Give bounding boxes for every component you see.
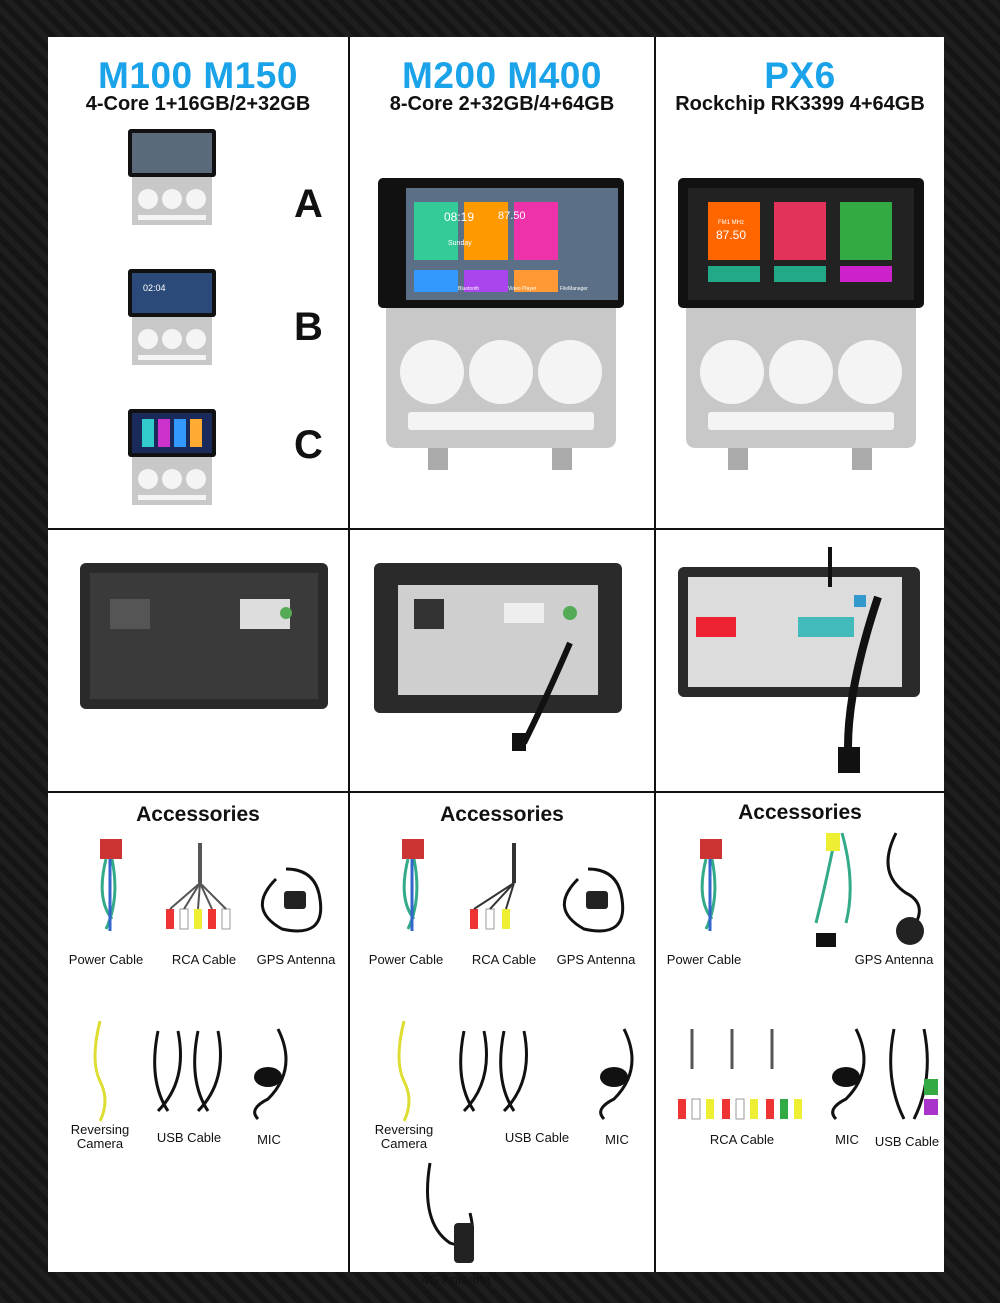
screen-radio-label: FM1 MHz [718, 220, 744, 226]
gps-antenna-image [260, 867, 323, 933]
usb-cable-image [889, 1028, 938, 1120]
screen-tile-files: FileManager [560, 286, 588, 292]
back-panel-px6-image [678, 547, 920, 773]
rca-cable-image [470, 843, 516, 930]
accessory-label: Power Cable [666, 952, 742, 967]
mic-image [599, 1028, 634, 1121]
accessory-label: RCA Cable [709, 1132, 775, 1147]
accessories-m100: Accessories Power Cable RCA Cable GPS An… [48, 793, 348, 1272]
screen-clock: 08:19 [444, 210, 475, 224]
model-cell-px6: PX6 Rockchip RK3399 4+64GB FM1 MHz 87.50 [656, 37, 944, 528]
accessory-label: GPS Antenna [854, 952, 934, 967]
usb-cable-image [459, 1030, 528, 1113]
divider [48, 791, 944, 793]
variant-label: B [294, 305, 323, 349]
harness-image [814, 832, 852, 947]
model-title: M200 M400 [402, 55, 602, 96]
gps-antenna-image [886, 832, 924, 945]
usb-cable-image [153, 1030, 222, 1113]
accessory-label: Reversing Camera [70, 1122, 130, 1151]
head-unit-a-image [128, 129, 216, 225]
mic-image [831, 1028, 866, 1121]
product-grid: M100 M150 4-Core 1+16GB/2+32GB A 02:04 B [48, 37, 944, 1287]
4g-antenna-image [426, 1162, 474, 1263]
divider [48, 528, 944, 530]
accessory-label: USB Cable [504, 1130, 570, 1145]
accessory-label: MIC [835, 1132, 859, 1147]
variant-label: C [294, 423, 323, 467]
accessories-px6: Accessories Power Cable GPS Antenna RCA … [656, 793, 944, 1272]
screen-tile-video: Video Player [508, 286, 537, 292]
screen-radio: 87.50 [498, 210, 526, 222]
back-panel-m100-image [80, 563, 328, 709]
accessory-label: MIC [605, 1132, 629, 1147]
divider [654, 37, 656, 1272]
head-unit-c-image [128, 409, 216, 505]
head-unit-px6-image [678, 178, 924, 470]
accessory-label: Power Cable [68, 952, 144, 967]
variant-label: A [294, 182, 323, 226]
accessory-label: GPS Antenna [256, 952, 336, 967]
model-spec: Rockchip RK3399 4+64GB [675, 93, 925, 115]
model-title: M100 M150 [98, 55, 298, 96]
accessories-m200: Accessories Power Cable RCA Cable GPS An… [350, 793, 654, 1287]
accessory-label: GPS Antenna [556, 952, 636, 967]
power-cable-image [100, 839, 122, 931]
accessory-label: Power Cable [368, 952, 444, 967]
model-title: PX6 [764, 55, 836, 96]
accessories-title: Accessories [136, 803, 260, 826]
model-spec: 4-Core 1+16GB/2+32GB [85, 93, 311, 115]
reversing-camera-image [397, 1020, 411, 1122]
gps-antenna-image [562, 867, 625, 933]
screen-radio: 87.50 [716, 228, 747, 242]
accessory-label: RCA Cable [471, 952, 537, 967]
model-cell-m100: M100 M150 4-Core 1+16GB/2+32GB A 02:04 B [48, 37, 348, 528]
screen-tile-bluetooth: Bluetooth [458, 286, 480, 292]
power-cable-image [402, 839, 424, 931]
reversing-camera-image [93, 1020, 107, 1122]
power-cable-image [700, 839, 722, 931]
rca-cable-image [166, 843, 231, 930]
accessory-label: 4G Antenna [421, 1272, 491, 1287]
model-spec: 8-Core 2+32GB/4+64GB [389, 93, 615, 115]
small-screen-clock: 02:04 [143, 283, 166, 293]
screen-day: Sunday [448, 240, 472, 247]
back-panel-m200-image [374, 563, 622, 751]
accessory-label: MIC [257, 1132, 281, 1147]
rca-cable-image [678, 1029, 802, 1120]
divider [348, 37, 350, 1272]
accessory-label: RCA Cable [171, 952, 237, 967]
accessory-label: USB Cable [874, 1134, 940, 1149]
accessory-label: USB Cable [156, 1130, 222, 1145]
accessory-label: Reversing Camera [374, 1122, 434, 1151]
model-cell-m200: M200 M400 8-Core 2+32GB/4+64GB 08:19 Sun… [350, 37, 654, 528]
accessories-title: Accessories [738, 801, 862, 824]
accessories-title: Accessories [440, 803, 564, 826]
head-unit-b-image [128, 269, 216, 365]
head-unit-m200-image [378, 178, 624, 470]
mic-image [253, 1028, 288, 1121]
